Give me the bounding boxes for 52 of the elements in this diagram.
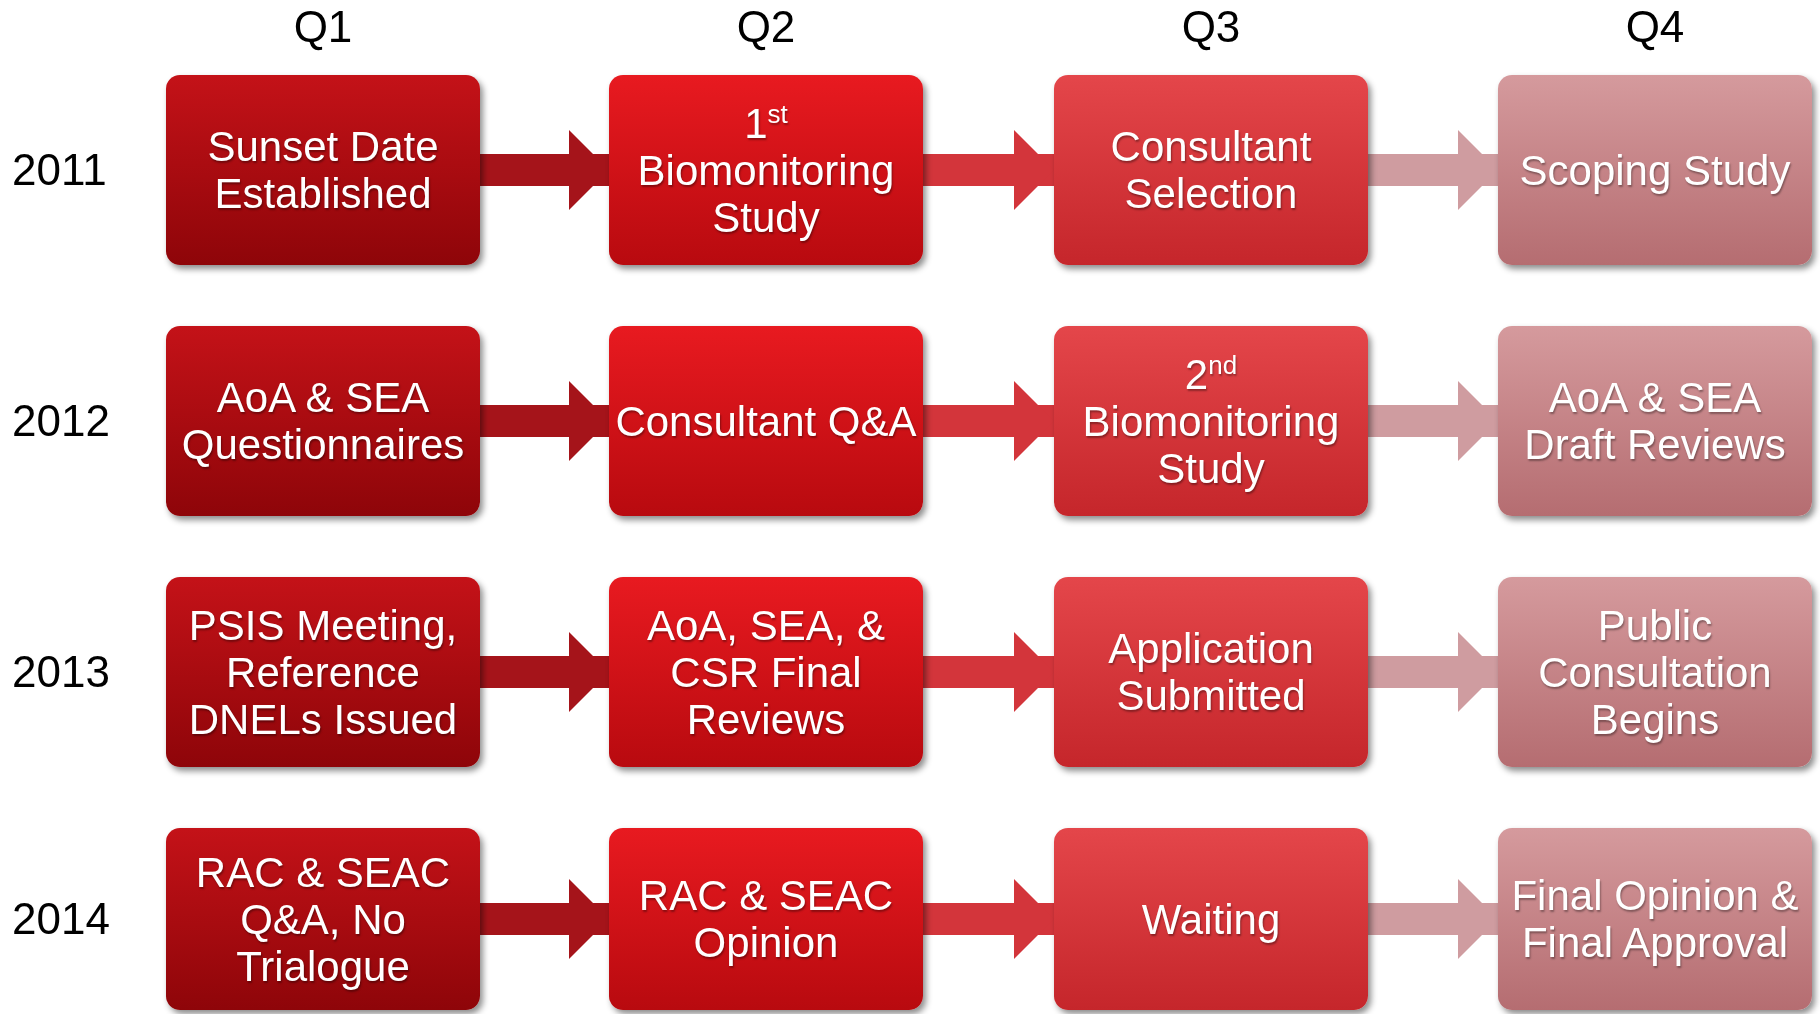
process-box xyxy=(1054,326,1368,516)
arrow xyxy=(1368,381,1498,461)
arrow xyxy=(480,130,609,210)
step-text: AoA, SEA, & CSR Final Reviews xyxy=(645,601,887,743)
step-text: Application Submitted xyxy=(1107,625,1315,719)
step-text: AoA & SEA Draft Reviews xyxy=(1523,374,1787,468)
step-text: Public Consultation Begins xyxy=(1537,601,1773,743)
row-header: 2013 xyxy=(12,647,110,697)
process-box xyxy=(1498,577,1812,767)
row-header: 2014 xyxy=(12,894,110,944)
step-text: PSIS Meeting, Reference DNELs Issued xyxy=(187,601,459,743)
row-header: 2011 xyxy=(12,145,107,195)
process-box xyxy=(1498,75,1812,265)
arrow xyxy=(1368,632,1498,712)
arrow xyxy=(923,632,1054,712)
column-header: Q2 xyxy=(735,2,797,52)
step-text: RAC & SEAC Opinion xyxy=(637,872,895,966)
process-box xyxy=(166,326,480,516)
step-text: Waiting xyxy=(1141,895,1281,943)
arrow xyxy=(1368,130,1498,210)
step-text: RAC & SEAC Q&A, No Trialogue xyxy=(194,848,452,990)
process-box xyxy=(1498,828,1812,1010)
column-header: Q3 xyxy=(1180,2,1242,52)
process-box xyxy=(609,326,923,516)
arrow xyxy=(923,879,1054,959)
arrow xyxy=(923,381,1054,461)
step-text: Final Opinion & Final Approval xyxy=(1510,872,1800,966)
step-text: 2$^{nd}$ Biomonitoring Study xyxy=(1081,350,1341,492)
arrow xyxy=(480,632,609,712)
step-text: Consultant Q&A xyxy=(615,397,917,445)
column-header: Q4 xyxy=(1624,2,1686,52)
arrow xyxy=(480,381,609,461)
process-box xyxy=(166,577,480,767)
process-box xyxy=(1054,577,1368,767)
process-box xyxy=(166,75,480,265)
arrow xyxy=(1368,879,1498,959)
process-box xyxy=(166,828,480,1010)
process-box xyxy=(1054,75,1368,265)
process-box xyxy=(609,577,923,767)
step-text: Consultant Selection xyxy=(1109,123,1313,217)
row-header: 2012 xyxy=(12,396,110,446)
step-text: 1$^{st}$ Biomonitoring Study xyxy=(636,99,896,241)
step-text: AoA & SEA Questionnaires xyxy=(180,374,466,468)
step-text: Sunset Date Established xyxy=(206,123,440,217)
arrow xyxy=(923,130,1054,210)
step-text: Scoping Study xyxy=(1519,146,1791,194)
process-box xyxy=(609,828,923,1010)
column-header: Q1 xyxy=(292,2,354,52)
arrow xyxy=(480,879,609,959)
process-box xyxy=(609,75,923,265)
process-box xyxy=(1054,828,1368,1010)
process-box xyxy=(1498,326,1812,516)
